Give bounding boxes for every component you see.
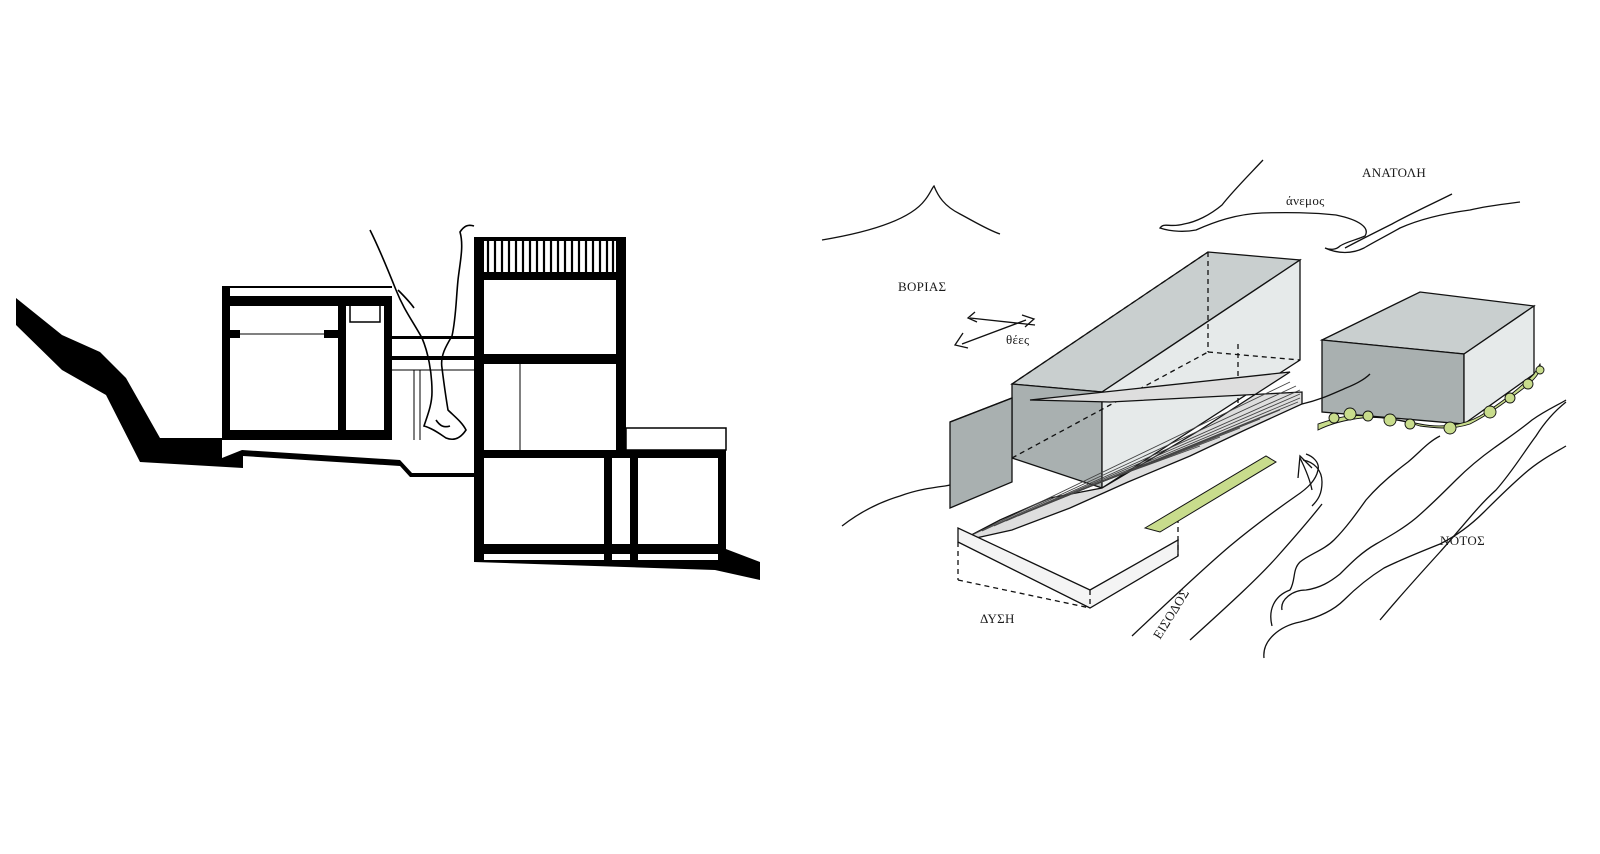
deck [957, 371, 1303, 543]
long-block [1010, 251, 1302, 490]
terrace [625, 427, 727, 451]
deck-plinth [957, 518, 1179, 609]
roof-slats [486, 241, 615, 272]
left-block-window [349, 301, 381, 323]
central-tower [474, 237, 626, 458]
entrance-road-right [1189, 503, 1323, 641]
tree [369, 224, 475, 441]
coast-contour-2 [1263, 445, 1567, 659]
site-diagram [821, 159, 1567, 659]
label-east: ΑΝΑΤΟΛΗ [1362, 165, 1426, 180]
wind-stream [1158, 159, 1521, 254]
coast-contour-4 [1270, 435, 1441, 627]
entrance-arrow [1297, 454, 1323, 507]
label-north: ΒΟΡΙΑΣ [898, 279, 946, 294]
wind-return [1344, 193, 1453, 249]
front-block [949, 397, 1013, 509]
building-section [16, 224, 760, 580]
mountain-contour [821, 184, 1001, 241]
vegetation [1317, 362, 1545, 435]
terrain-section [16, 298, 760, 580]
views-arrows [953, 311, 1036, 349]
label-views: θέες [1006, 332, 1030, 347]
label-south: ΝΟΤΟΣ [1440, 533, 1485, 548]
lower-block [474, 450, 726, 562]
bridge [392, 336, 480, 440]
coast-contour-5 [1301, 373, 1371, 405]
entrance-road-left [1131, 453, 1319, 637]
left-block [222, 286, 392, 440]
coast-contour-1 [1379, 401, 1567, 621]
garden-strip [1143, 455, 1277, 533]
coast-contour-3 [1281, 399, 1567, 611]
right-block [1319, 291, 1536, 426]
label-west: ΔΥΣΗ [980, 611, 1015, 626]
label-wind: άνεμος [1286, 193, 1325, 208]
